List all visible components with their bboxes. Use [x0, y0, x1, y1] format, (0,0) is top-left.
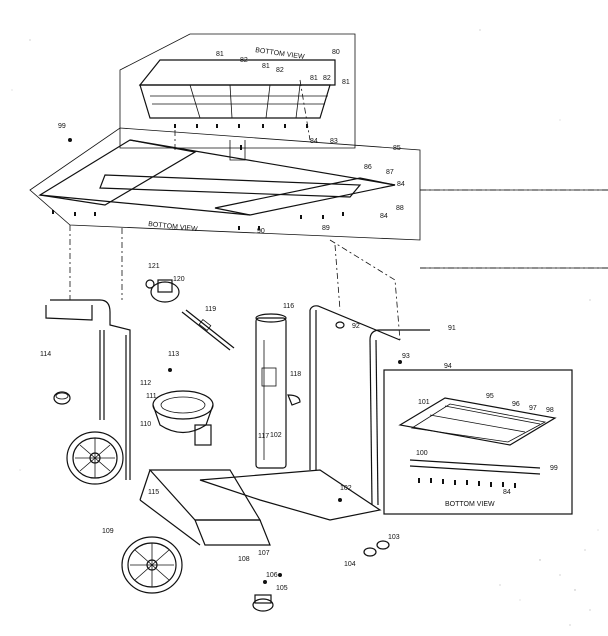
cart-frame [45, 279, 430, 546]
part-number: 109 [102, 528, 114, 535]
part-number: 86 [364, 164, 372, 171]
small-parts [68, 138, 402, 612]
part-number: 90 [257, 228, 265, 235]
part-number: 88 [396, 205, 404, 212]
screw-row-lower [52, 145, 344, 230]
part-number: 113 [168, 351, 179, 358]
part-number: 108 [238, 556, 250, 563]
part-number: 83 [330, 138, 338, 145]
part-number: 93 [402, 353, 410, 360]
part-number: 100 [416, 450, 428, 457]
part-number: 96 [512, 401, 520, 408]
part-number: 84 [380, 213, 388, 220]
part-number: 82 [323, 75, 331, 82]
part-number-callouts: 80 81 82 81 82 81 82 81 83 84 85 86 87 8… [40, 49, 558, 592]
part-number: 98 [546, 407, 554, 414]
wheel-upper [66, 431, 124, 485]
top-shelf-assembly [29, 33, 421, 241]
part-number: 81 [262, 63, 270, 70]
part-number: 99 [550, 465, 558, 472]
screw-row-upper [174, 124, 308, 128]
part-number: 106 [266, 572, 278, 579]
view-labels: BOTTOM VIEW BOTTOM VIEW BOTTOM VIEW [148, 47, 495, 508]
part-number: 102 [340, 485, 352, 492]
part-number: 105 [276, 585, 288, 592]
part-number: 104 [344, 561, 356, 568]
part-number: 102 [270, 432, 282, 439]
part-number: 89 [322, 225, 330, 232]
part-number: 119 [205, 306, 216, 313]
wheel-lower [121, 536, 183, 594]
part-number: 97 [529, 405, 537, 412]
part-number: 115 [148, 489, 159, 496]
bottom-view-label-middle: BOTTOM VIEW [148, 221, 199, 233]
part-number: 116 [283, 303, 294, 310]
part-number: 84 [397, 181, 405, 188]
part-number: 95 [486, 393, 494, 400]
assembly-leader-lines [69, 79, 608, 341]
part-number: 111 [146, 393, 157, 400]
part-number: 121 [148, 263, 160, 270]
part-number: 82 [276, 67, 284, 74]
scan-speckle [11, 29, 599, 626]
part-number: 114 [40, 351, 51, 358]
part-number: 118 [290, 371, 301, 378]
part-number: 99 [58, 123, 66, 130]
bottom-view-label-top: BOTTOM VIEW [255, 47, 306, 61]
bottom-view-label-inset: BOTTOM VIEW [445, 501, 495, 508]
part-number: 81 [310, 75, 318, 82]
part-number: 101 [418, 399, 430, 406]
part-number: 120 [173, 276, 185, 283]
part-number: 81 [216, 51, 224, 58]
part-number: 81 [342, 79, 350, 86]
part-number: 103 [388, 534, 400, 541]
part-number: 84 [503, 489, 511, 496]
part-number: 87 [386, 169, 394, 176]
part-number: 112 [140, 380, 151, 387]
part-number: 117 [258, 433, 269, 440]
part-number: 84 [310, 138, 318, 145]
part-number: 91 [448, 325, 456, 332]
part-number: 110 [140, 421, 151, 428]
part-number: 94 [444, 363, 452, 370]
part-number: 107 [258, 550, 270, 557]
part-number: 80 [332, 49, 340, 56]
part-number: 82 [240, 57, 248, 64]
part-number: 85 [393, 145, 401, 152]
part-number: 92 [352, 323, 360, 330]
inset-detail-box [383, 369, 573, 515]
